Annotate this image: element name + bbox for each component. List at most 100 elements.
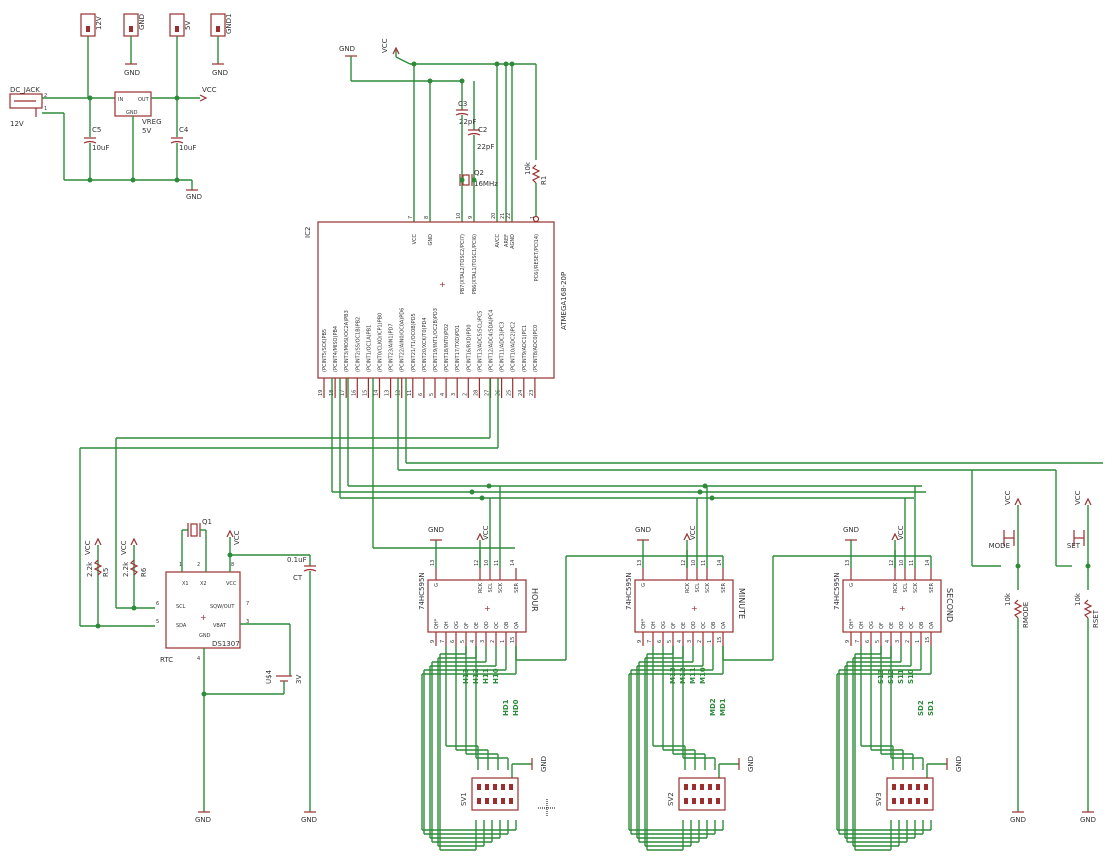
header-gnd-label: GND <box>138 14 146 30</box>
mcu-pin-label: (PCINT9/ADC1)PC1 <box>522 325 528 372</box>
mcu-pin-label: (PCINT8/ADC0)PC0 <box>533 325 539 372</box>
net-label: MD2 <box>709 698 717 716</box>
mcu-pin-label: (PCINT2/SS/OC1B)PB2 <box>355 317 361 372</box>
ct-label: CT <box>293 574 303 582</box>
button-label: SET <box>1067 542 1081 550</box>
mcu-top-pin-number: 20 <box>491 213 497 219</box>
svg-text:2: 2 <box>197 562 200 568</box>
mcu-bottom-pin-number: 6 <box>418 393 424 396</box>
svg-text:7: 7 <box>246 601 249 607</box>
sr-bottom-pin-number: 4 <box>677 640 683 643</box>
mcu-pin-label: (PCINT5/SCK)PB5 <box>322 329 328 372</box>
sr-bottom-pin-number: 15 <box>925 637 931 643</box>
shift-register-name: MINUTE <box>737 588 746 619</box>
sr-bottom-pin-label: QD <box>691 621 697 629</box>
mcu-pin-label: (PCINT3/MOSI/OC2A)PB3 <box>344 310 350 372</box>
svg-text:8: 8 <box>231 562 234 568</box>
c3-label: C3 <box>458 100 467 108</box>
gnd-label: GND <box>540 756 548 772</box>
mcu-bottom-pin-number: 24 <box>518 390 524 396</box>
vcc-label: VCC <box>689 525 697 540</box>
sr-top-pin-number: 11 <box>701 560 707 566</box>
mcu-pin-label: (PCINT16/RXD)PD0 <box>466 324 472 372</box>
button-resistor-label: RSET <box>1092 609 1100 628</box>
sr-top-pin-label: RCK <box>478 582 484 593</box>
sr-bottom-pin-number: 15 <box>510 637 516 643</box>
sr-bottom-pin-label: QG <box>454 621 460 629</box>
gnd-label: GND <box>843 526 859 534</box>
button-resistor-value: 10k <box>1074 592 1082 606</box>
svg-text:OUT: OUT <box>138 97 150 103</box>
gnd-label: GND <box>1010 816 1026 824</box>
net-label: S13 <box>877 669 885 684</box>
sr-top-pin-label: SCL <box>695 583 701 593</box>
sr-bottom-pin-label: QA <box>721 621 727 629</box>
mcu-top-pin-label: AREF <box>504 234 510 247</box>
sr-bottom-pin-label: QF <box>879 622 885 629</box>
vreg-name: VREG <box>142 118 162 126</box>
sr-top-pin-label: SER <box>929 582 935 592</box>
sr-bottom-pin-number: 5 <box>667 640 673 643</box>
net-label: H10 <box>492 668 500 684</box>
mcu-bottom-pin-number: 5 <box>429 393 435 396</box>
mcu-section: GND VCC C3 22pF C2 22pF Q2 16MHz <box>304 38 568 398</box>
q2-value: 16MHz <box>474 180 498 188</box>
sr-bottom-pin-number: 5 <box>460 640 466 643</box>
sr-bottom-pin-label: QH <box>444 621 450 629</box>
sr-bottom-pin-number: 3 <box>687 640 693 643</box>
sr-bottom-pin-number: 3 <box>895 640 901 643</box>
button-resistor-value: 10k <box>1004 592 1012 606</box>
sr-bottom-pin-label: QA <box>929 621 935 629</box>
vcc-label: VCC <box>84 540 92 555</box>
sr-bottom-pin-number: 7 <box>647 640 653 643</box>
mcu-pin-label: (PCINT17/TXD)PD1 <box>455 325 461 372</box>
sr-bottom-pin-label: QG <box>661 621 667 629</box>
sr-top-pin-label: RCK <box>893 582 899 593</box>
dc-jack-label: DC_JACK <box>10 86 40 94</box>
gnd-label: GND <box>339 45 355 53</box>
mcu-bottom-pin-number: 14 <box>374 390 380 396</box>
vreg-value: 5V <box>142 127 151 135</box>
sr-bottom-pin-number: 6 <box>865 640 871 643</box>
r6-value: 2.2k <box>122 561 130 577</box>
vcc-label: VCC <box>381 38 389 53</box>
mcu-top-pin-label: PC6(/RESET/PCI14) <box>534 234 540 281</box>
sr-top-pin-label: SER <box>514 582 520 592</box>
mcu-bottom-pin-number: 4 <box>440 393 446 396</box>
net-label: SD0 <box>0 0 16 2</box>
sr-bottom-pin-label: QH* <box>641 618 647 629</box>
vcc-label: VCC <box>202 86 217 94</box>
net-label: S12 <box>887 669 895 684</box>
mcu-bottom-pin-number: 12 <box>396 390 402 396</box>
svg-text:1: 1 <box>44 106 47 112</box>
mcu-top-pin-number: 9 <box>468 216 474 219</box>
shift-register-part: 74HC595N <box>625 572 633 610</box>
svg-text:SQW/OUT: SQW/OUT <box>210 604 235 610</box>
net-label: M13 <box>669 667 677 684</box>
sr-bottom-pin-number: 2 <box>490 640 496 643</box>
sr-bottom-pin-number: 7 <box>855 640 861 643</box>
mcu-pin-label: (PCINT10/ADC2)PC2 <box>511 322 517 372</box>
power-headers: 12V GND 5V GND1 GND GND <box>80 13 233 98</box>
mcu-part: ATMEGA168-20P <box>560 272 568 330</box>
sr-bottom-pin-label: QH <box>859 621 865 629</box>
sr-top-pin-number: 13 <box>430 560 436 566</box>
r1-value: 10k <box>524 161 532 175</box>
sr-top-pin-label: SCL <box>903 583 909 593</box>
gnd-label: GND <box>955 756 963 772</box>
gnd-label: GND <box>195 816 211 824</box>
svg-text:4: 4 <box>197 656 200 662</box>
svg-text:2: 2 <box>44 93 47 99</box>
sr-bottom-pin-label: QD <box>899 621 905 629</box>
sr-bottom-pin-number: 9 <box>430 640 436 643</box>
q1-label: Q1 <box>202 518 212 526</box>
shift-register-part: 74HC595N <box>418 572 426 610</box>
mcu-pin-label: (PCINT11/ADC3)PC3 <box>500 322 506 372</box>
sr-bottom-pin-label: QG <box>869 621 875 629</box>
pin-header-label: SV1 <box>460 792 468 806</box>
